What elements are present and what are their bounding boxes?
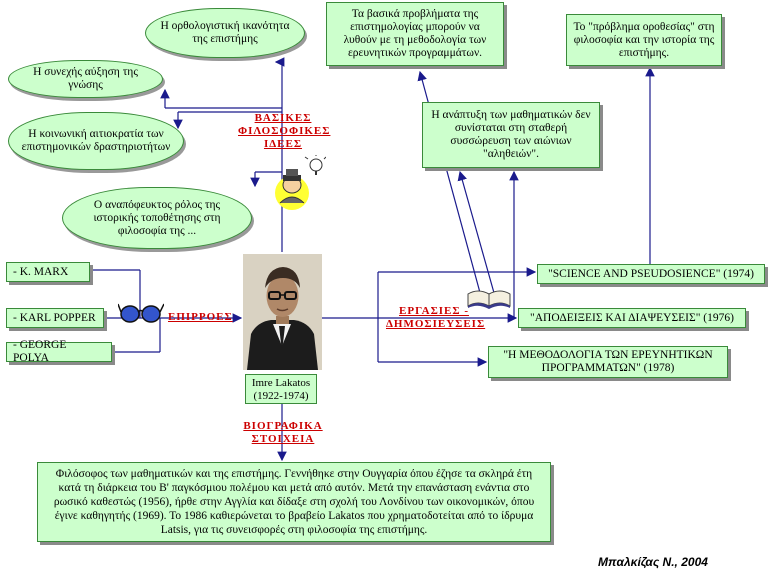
portrait-caption: Imre Lakatos (1922-1974) (245, 374, 317, 404)
header-philosophical-ideas: ΒΑΣΙΚΕΣ ΦΙΛΟΣΟΦΙΚΕΣ ΙΔΕΕΣ (238, 112, 331, 151)
thinker-idea-icon (275, 155, 326, 210)
influence-marx: - K. MARX (6, 262, 90, 282)
box-biography: Φιλόσοφος των μαθηματικών και της επιστή… (37, 462, 551, 542)
header-works: ΕΡΓΑΣΙΕΣ - ΔΗΜΟΣΙΕΥΣΕΙΣ (386, 305, 486, 331)
box-math-text: Η ανάπτυξη των μαθηματικών δεν συνίστατα… (431, 109, 591, 160)
cloud-historical-role: Ο αναπόφευκτος ρόλος της ιστορικής τοποθ… (62, 187, 252, 249)
cloud-rational-capacity: Η ορθολογιστική ικανότητα της επιστήμης (145, 8, 305, 58)
work-methodology: "Η ΜΕΘΟΔΟΛΟΓΙΑ ΤΩΝ ΕΡΕΥΝΗΤΙΚΩΝ ΠΡΟΓΡΑΜΜΑ… (488, 346, 728, 378)
box-problems-text: Τα βασικά προβλήματα της επιστημολογίας … (343, 8, 487, 59)
glasses-icon (118, 303, 164, 323)
header-works-text: ΕΡΓΑΣΙΕΣ - ΔΗΜΟΣΙΕΥΣΕΙΣ (386, 305, 486, 330)
box-epistemology-problems: Τα βασικά προβλήματα της επιστημολογίας … (326, 2, 504, 66)
work-science-pseudoscience: "SCIENCE AND PSEUDOSIENCE" (1974) (537, 264, 765, 284)
work-0-text: "SCIENCE AND PSEUDOSIENCE" (1974) (548, 267, 754, 280)
influence-popper: - KARL POPPER (6, 308, 104, 328)
cloud-meritocracy-text: Η κοινωνική αιτιοκρατία των επιστημονικώ… (21, 128, 171, 153)
header-bio-text: ΒΙΟΓΡΑΦΙΚΑ ΣΤΟΙΧΕΙΑ (243, 420, 323, 445)
work-2-text: "Η ΜΕΘΟΔΟΛΟΓΙΑ ΤΩΝ ΕΡΕΥΝΗΤΙΚΩΝ ΠΡΟΓΡΑΜΜΑ… (503, 349, 713, 374)
influence-marx-text: - K. MARX (13, 265, 69, 278)
cloud-knowledge-growth: Η συνεχής αύξηση της γνώσης (8, 60, 163, 98)
cloud-social-determinism: Η κοινωνική αιτιοκρατία των επιστημονικώ… (8, 112, 184, 170)
cloud-growth-text: Η συνεχής αύξηση της γνώσης (33, 66, 138, 91)
portrait-photo (243, 254, 322, 370)
work-1-text: "ΑΠΟΔΕΙΞΕΙΣ ΚΑΙ ΔΙΑΨΕΥΣΕΙΣ" (1976) (530, 311, 734, 324)
work-proofs-refutations: "ΑΠΟΔΕΙΞΕΙΣ ΚΑΙ ΔΙΑΨΕΥΣΕΙΣ" (1976) (518, 308, 746, 328)
influence-polya-text: - GEORGE POLYA (13, 339, 67, 364)
center-name: Imre Lakatos (251, 377, 311, 389)
author-credit: Μπαλκίζας Ν., 2004 (598, 555, 708, 569)
box-math-development: Η ανάπτυξη των μαθηματικών δεν συνίστατα… (422, 102, 600, 168)
book-icon (467, 290, 511, 309)
influence-popper-text: - KARL POPPER (13, 311, 96, 324)
center-years: (1922-1974) (253, 390, 309, 402)
box-demarcation-text: Το "πρόβλημα οροθεσίας" στη φιλοσοφία κα… (573, 20, 715, 59)
box-demarcation-problem: Το "πρόβλημα οροθεσίας" στη φιλοσοφία κα… (566, 14, 722, 66)
influence-polya: - GEORGE POLYA (6, 339, 112, 364)
bio-text: Φιλόσοφος των μαθηματικών και της επιστή… (53, 468, 535, 536)
cloud-historical-text: Ο αναπόφευκτος ρόλος της ιστορικής τοποθ… (93, 198, 221, 237)
portrait-image (243, 254, 322, 370)
header-influences: ΕΠΙΡΡΟΕΣ (168, 311, 233, 324)
header-influences-text: ΕΠΙΡΡΟΕΣ (168, 311, 233, 323)
header-ideas-text: ΒΑΣΙΚΕΣ ΦΙΛΟΣΟΦΙΚΕΣ ΙΔΕΕΣ (238, 112, 331, 150)
cloud-rational-text: Η ορθολογιστική ικανότητα της επιστήμης (160, 20, 290, 45)
header-biography: ΒΙΟΓΡΑΦΙΚΑ ΣΤΟΙΧΕΙΑ (238, 420, 328, 446)
